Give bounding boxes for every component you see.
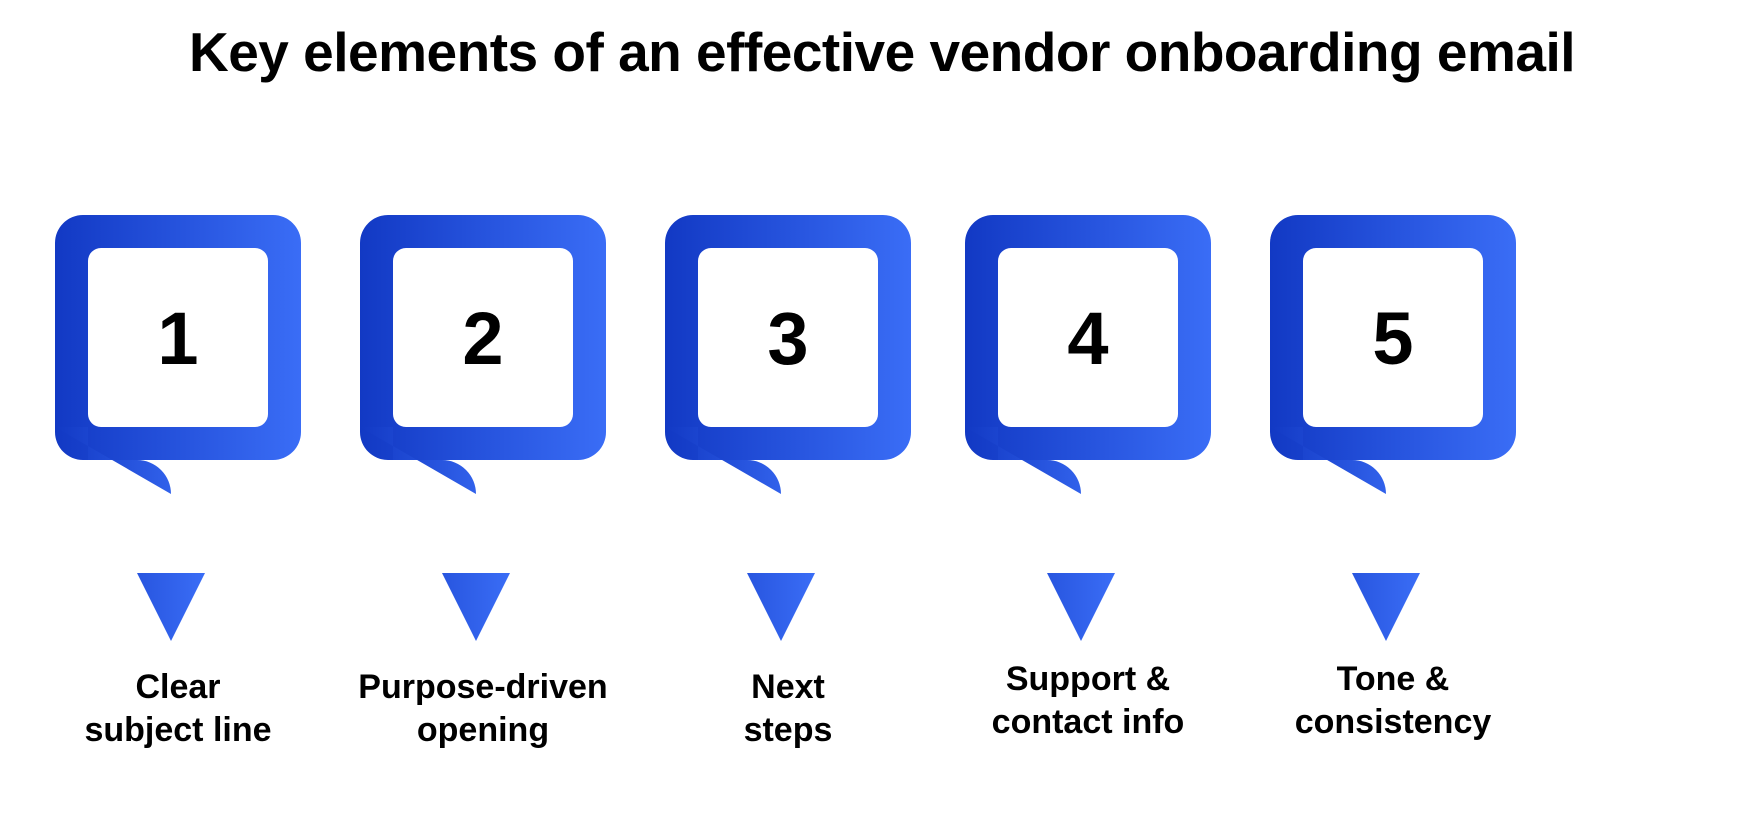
step-label-4: Support & contact info [991,660,1185,741]
step-label-2: Purpose-driven opening [358,668,608,749]
step-item-4: 4 Support & contact info [935,0,1241,819]
step-item-3: 3 Next steps [635,0,941,819]
down-arrow-icon-2 [360,427,510,641]
step-item-1: 1 Clear subject line [25,0,331,819]
down-arrow-icon-3 [665,427,815,641]
down-arrow-icon-5 [1270,427,1420,641]
step-shape [55,215,301,641]
step-square-outline-1 [55,215,301,460]
down-arrow-icon-4 [965,427,1115,641]
step-shape [665,215,911,641]
step-square-outline-3 [665,215,911,460]
step-item-5: 5 Tone & consistency [1240,0,1546,819]
step-label-3: Next steps [743,668,833,749]
step-label-1: Clear subject line [84,668,272,749]
step-square-outline-5 [1270,215,1516,460]
page-title: Key elements of an effective vendor onbo… [188,21,1576,83]
step-shape [360,215,606,641]
step-item-2: 2 Purpose-driven opening [330,0,636,819]
step-label-5: Tone & consistency [1294,660,1492,741]
step-square-outline-2 [360,215,606,460]
step-shape [965,215,1211,641]
down-arrow-icon-1 [55,427,205,641]
step-shape [1270,215,1516,641]
step-square-outline-4 [965,215,1211,460]
